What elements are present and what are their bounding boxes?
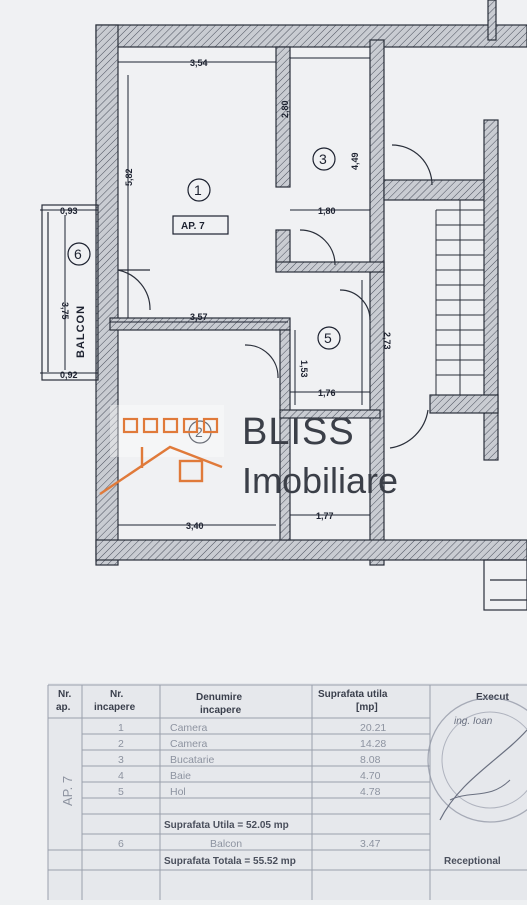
header-nr: Nr. bbox=[58, 689, 72, 700]
dim-balcony-bottom: 0,92 bbox=[60, 370, 78, 380]
table-cell-name: Baie bbox=[170, 770, 191, 782]
table-background bbox=[48, 683, 527, 900]
table-cell-name: Bucatarie bbox=[170, 754, 215, 766]
balcony-row-area: 3.47 bbox=[360, 838, 381, 850]
room-schedule-table bbox=[47, 684, 527, 900]
watermark-subtitle: Imobiliare bbox=[242, 460, 398, 501]
balcony bbox=[41, 204, 99, 381]
table-cell-nr: 3 bbox=[118, 754, 124, 766]
dim-bath-width: 1,76 bbox=[318, 388, 336, 398]
balcony-row-nr: 6 bbox=[118, 838, 124, 850]
header-mp: [mp] bbox=[356, 702, 378, 713]
table-cell-area: 20.21 bbox=[360, 722, 386, 734]
util-total: Suprafata Utila = 52.05 mp bbox=[164, 820, 289, 831]
table-cell-area: 14.28 bbox=[360, 738, 386, 750]
room-number-6: 6 bbox=[74, 246, 82, 262]
dim-small-width: 1,77 bbox=[316, 511, 334, 521]
walls bbox=[95, 0, 527, 566]
table-cell-area: 4.70 bbox=[360, 770, 381, 782]
header-nr-inc: Nr. bbox=[110, 689, 124, 700]
staircase bbox=[435, 200, 484, 395]
table-cell-nr: 5 bbox=[118, 786, 124, 798]
table-cell-nr: 2 bbox=[118, 738, 124, 750]
dim-mid-width: 3,57 bbox=[190, 312, 208, 322]
balcony-row-name: Balcon bbox=[210, 838, 242, 850]
dim-top-width: 3,54 bbox=[190, 58, 208, 68]
apartment-label: AP. 7 bbox=[181, 221, 205, 232]
receptie-label: Receptional bbox=[444, 856, 501, 867]
total-area: Suprafata Totala = 55.52 mp bbox=[164, 856, 296, 867]
dim-bottom-width: 3,40 bbox=[186, 521, 204, 531]
table-cell-area: 4.78 bbox=[360, 786, 381, 798]
dim-r3-vertical: 4,49 bbox=[350, 152, 360, 170]
header-denumire: Denumire bbox=[196, 692, 243, 703]
header-incapere: incapere bbox=[94, 702, 136, 713]
table-apartment-vertical: AP. 7 bbox=[60, 776, 75, 806]
room-number-3: 3 bbox=[319, 151, 327, 167]
bliss-logo bbox=[99, 405, 224, 495]
balcony-label: BALCON bbox=[75, 305, 87, 358]
table-cell-area: 8.08 bbox=[360, 754, 381, 766]
stamp-text: ing. Ioan bbox=[454, 716, 493, 727]
apartment-label-box bbox=[172, 215, 229, 235]
room-number-1: 1 bbox=[194, 182, 202, 198]
watermark-brand: BLISS bbox=[242, 411, 355, 453]
header-suprafata: Suprafata utila bbox=[318, 689, 388, 700]
dim-r3-height: 2,80 bbox=[280, 100, 290, 118]
stamp bbox=[427, 697, 527, 823]
dim-bath-height: 1,53 bbox=[299, 360, 309, 378]
table-cell-nr: 1 bbox=[118, 722, 124, 734]
adjacent-structure bbox=[483, 559, 527, 611]
dim-r1-height: 5,82 bbox=[124, 168, 134, 186]
header-incapere2: incapere bbox=[200, 705, 242, 716]
door-swings bbox=[117, 144, 433, 449]
dimension-lines bbox=[40, 57, 370, 526]
dim-r3-width: 1,80 bbox=[318, 206, 336, 216]
table-cell-nr: 4 bbox=[118, 770, 124, 782]
room-markers: 1 3 5 6 2 bbox=[67, 147, 341, 444]
table-cell-name: Camera bbox=[170, 722, 208, 734]
dim-balcony-length: 3,75 bbox=[60, 302, 70, 320]
room-number-5: 5 bbox=[324, 330, 332, 346]
dim-hall-height: 2,73 bbox=[382, 332, 392, 350]
header-ap: ap. bbox=[56, 702, 71, 713]
dim-balcony-top: 0,93 bbox=[60, 206, 78, 216]
table-cell-name: Camera bbox=[170, 738, 208, 750]
table-cell-name: Hol bbox=[170, 786, 186, 798]
room-number-2: 2 bbox=[195, 424, 203, 440]
